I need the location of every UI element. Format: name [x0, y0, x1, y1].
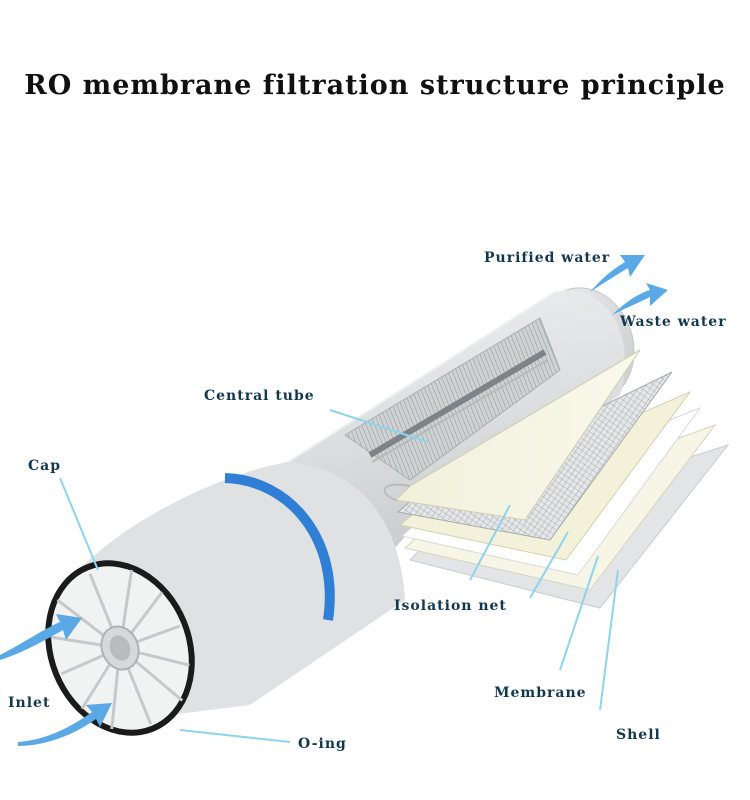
leader-lines — [59, 409, 619, 743]
label-o-ring: O-ing — [298, 736, 347, 752]
purified-water-arrow — [590, 255, 645, 292]
unrolled-membrane-layers — [383, 349, 730, 609]
page-title: RO membrane filtration structure princip… — [24, 70, 726, 101]
leader-shell — [599, 569, 619, 711]
label-membrane: Membrane — [494, 685, 587, 701]
inlet-arrow-upper — [0, 614, 82, 660]
leader-membrane — [559, 555, 599, 671]
blue-band — [224, 473, 335, 621]
flow-arrows — [0, 255, 668, 746]
label-isolation-net: Isolation net — [394, 598, 507, 614]
leader-o-ring — [179, 729, 291, 743]
leader-isolation-net-b — [529, 531, 569, 599]
leader-central-tube — [329, 409, 429, 443]
leader-cap — [59, 477, 99, 571]
label-inlet: Inlet — [8, 695, 51, 711]
label-cap: Cap — [28, 458, 62, 474]
cutaway-window — [344, 317, 561, 481]
waste-water-arrow — [612, 283, 668, 315]
inlet-arrow-lower — [18, 703, 112, 746]
front-end-cap — [45, 560, 195, 736]
label-purified-water: Purified water — [484, 250, 611, 266]
label-waste-water: Waste water — [620, 314, 727, 330]
label-shell: Shell — [616, 727, 661, 743]
leader-isolation-net-a — [469, 504, 511, 581]
label-central-tube: Central tube — [204, 388, 315, 404]
